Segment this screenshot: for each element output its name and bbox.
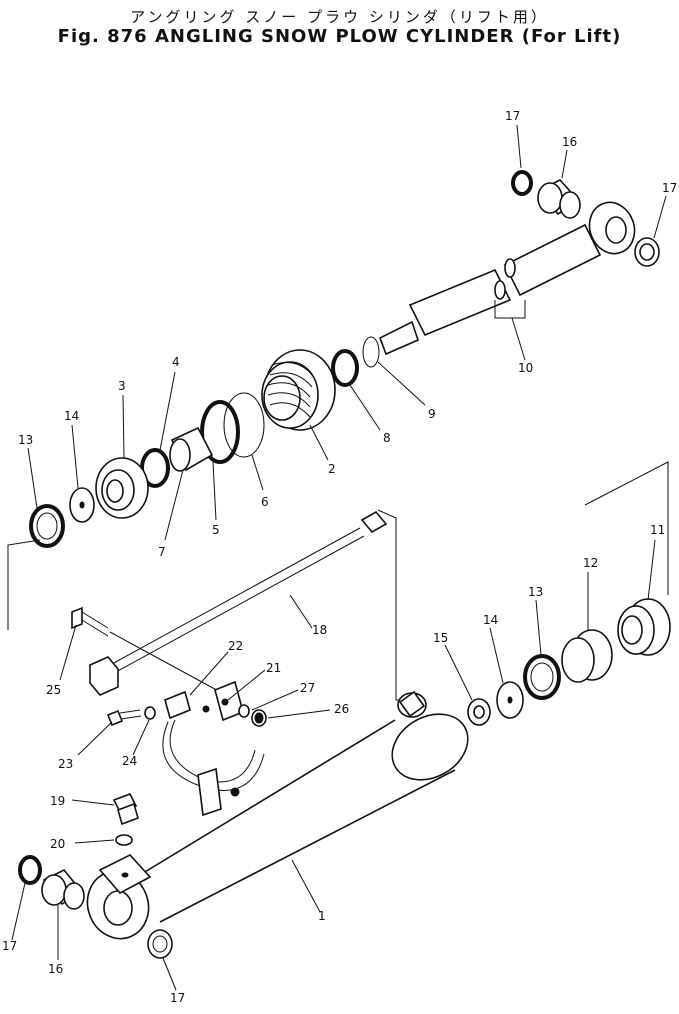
bushing-16-top xyxy=(537,179,581,219)
label-2: 2 xyxy=(328,462,336,476)
seal-ring-17-top xyxy=(511,170,533,196)
piston-rod-10 xyxy=(378,201,636,361)
label-14-right: 14 xyxy=(483,613,498,627)
tube-18 xyxy=(89,510,388,696)
bolt-23 xyxy=(106,709,142,727)
backup-ring-6 xyxy=(223,392,265,458)
bushing-16-bottom xyxy=(41,868,85,910)
label-16-bottom: 16 xyxy=(48,962,63,976)
piston-2 xyxy=(261,349,336,431)
label-5: 5 xyxy=(212,523,220,537)
seal-13-right xyxy=(523,654,561,700)
label-22: 22 xyxy=(228,639,243,653)
label-8: 8 xyxy=(383,431,391,445)
seal-ring-17-bottom xyxy=(147,929,173,959)
label-12: 12 xyxy=(583,556,598,570)
label-14-left: 14 xyxy=(64,409,79,423)
bracket-25 xyxy=(71,606,109,637)
label-9: 9 xyxy=(428,407,436,421)
o-ring-20 xyxy=(115,834,133,846)
label-16-top: 16 xyxy=(562,135,577,149)
label-11: 11 xyxy=(650,523,665,537)
label-24: 24 xyxy=(122,754,137,768)
label-3: 3 xyxy=(118,379,126,393)
label-23: 23 xyxy=(58,757,73,771)
label-19: 19 xyxy=(50,794,65,808)
cylinder-head-3 xyxy=(95,457,149,519)
washer-24 xyxy=(144,706,156,720)
seal-13-left xyxy=(29,504,65,548)
fitting-19 xyxy=(112,792,139,826)
label-7: 7 xyxy=(158,545,166,559)
gland-11 xyxy=(617,598,671,656)
washer-27 xyxy=(238,704,250,718)
snap-ring-9 xyxy=(362,336,380,368)
cylinder-tube-1 xyxy=(86,690,469,940)
label-6: 6 xyxy=(261,495,269,509)
label-25: 25 xyxy=(46,683,61,697)
seal-8 xyxy=(331,349,359,387)
label-13-left: 13 xyxy=(18,433,33,447)
clamp-22 xyxy=(162,680,265,817)
collar-7 xyxy=(169,426,214,472)
label-26: 26 xyxy=(334,702,349,716)
label-1: 1 xyxy=(318,909,326,923)
label-18: 18 xyxy=(312,623,327,637)
label-15: 15 xyxy=(433,631,448,645)
label-17-top: 17 xyxy=(505,109,520,123)
label-21: 21 xyxy=(266,661,281,675)
label-20: 20 xyxy=(50,837,65,851)
o-ring-5 xyxy=(200,400,240,464)
diagram-title: Fig. 876 ANGLING SNOW PLOW CYLINDER (For… xyxy=(57,26,622,47)
label-4: 4 xyxy=(172,355,180,369)
diagram-title-japanese: アングリング スノー プラウ シリンダ（リフト用） xyxy=(130,8,549,26)
nut-26 xyxy=(251,709,267,727)
label-10: 10 xyxy=(518,361,533,375)
label-27: 27 xyxy=(300,681,315,695)
seal-ring-17-bottom-left xyxy=(18,855,42,885)
label-17-bottom: 17 xyxy=(170,991,185,1005)
label-17-bottom-left: 17 xyxy=(2,939,17,953)
nut-15 xyxy=(467,698,491,726)
label-13-right: 13 xyxy=(528,585,543,599)
wear-ring-12 xyxy=(561,629,613,683)
label-17-right: 17 xyxy=(662,181,677,195)
